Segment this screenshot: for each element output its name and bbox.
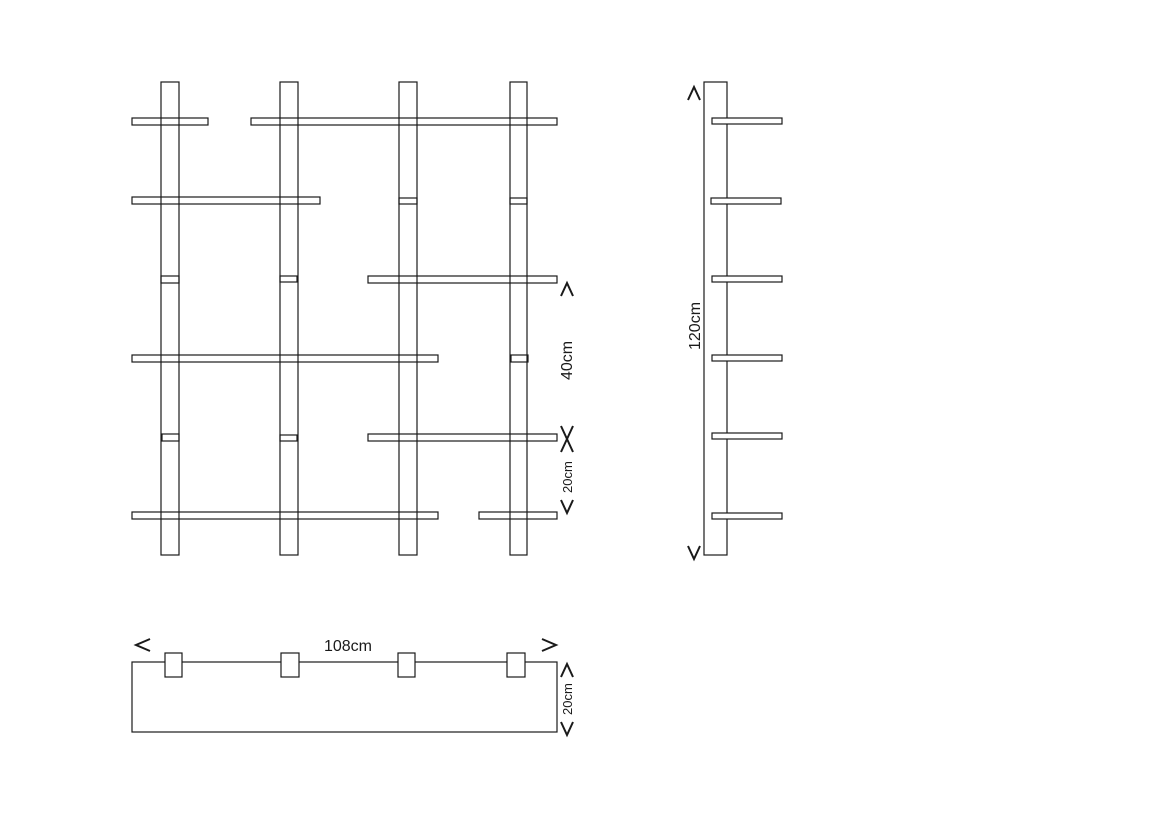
slot xyxy=(509,197,528,205)
shelf xyxy=(478,511,558,520)
shelf xyxy=(131,354,439,363)
arrow-up-icon xyxy=(560,661,574,678)
dimension-20cm-depth: 20cm xyxy=(560,683,575,715)
side-view: 120cm xyxy=(687,81,783,562)
arrow-right-icon xyxy=(541,638,559,652)
post xyxy=(160,81,180,556)
top-view: 108cm 20cm xyxy=(131,638,575,738)
posts xyxy=(160,81,528,556)
arrow-up-icon xyxy=(687,84,701,101)
shelf xyxy=(131,196,321,205)
arrow-down-icon xyxy=(687,545,701,562)
post xyxy=(279,81,299,556)
arrow-up-icon xyxy=(560,280,574,297)
slot xyxy=(398,197,418,205)
shelves xyxy=(131,117,558,520)
side-shelf xyxy=(710,197,782,205)
arrow-down-icon xyxy=(560,721,574,738)
shelf xyxy=(367,433,558,442)
side-shelf xyxy=(711,512,783,520)
shelf xyxy=(367,275,558,284)
top-post xyxy=(506,652,526,678)
front-dimensions: 40cm 20cm xyxy=(559,280,576,516)
side-shelf xyxy=(711,432,783,440)
shelf xyxy=(250,117,558,126)
slot xyxy=(160,275,180,284)
front-view: 40cm 20cm xyxy=(131,81,576,556)
slot xyxy=(161,433,180,442)
arrow-left-icon xyxy=(133,638,151,652)
side-shelf xyxy=(711,354,783,362)
dimension-20cm: 20cm xyxy=(560,461,575,493)
side-shelf xyxy=(711,275,783,283)
side-post xyxy=(703,81,728,556)
dimension-40cm: 40cm xyxy=(559,341,576,380)
top-shelf-outline xyxy=(131,661,558,733)
post xyxy=(398,81,418,556)
slots xyxy=(160,197,529,442)
slot xyxy=(510,354,529,363)
post xyxy=(509,81,528,556)
shelf xyxy=(131,511,439,520)
slot xyxy=(279,275,298,283)
slot xyxy=(279,434,298,442)
shelf xyxy=(131,117,209,126)
arrow-down-icon xyxy=(560,499,574,516)
dimension-cross-icon xyxy=(560,425,574,453)
top-post xyxy=(280,652,300,678)
top-post xyxy=(397,652,416,678)
top-post xyxy=(164,652,183,678)
side-shelf xyxy=(711,117,783,125)
dimension-120cm: 120cm xyxy=(687,302,704,350)
dimension-108cm: 108cm xyxy=(324,638,372,655)
